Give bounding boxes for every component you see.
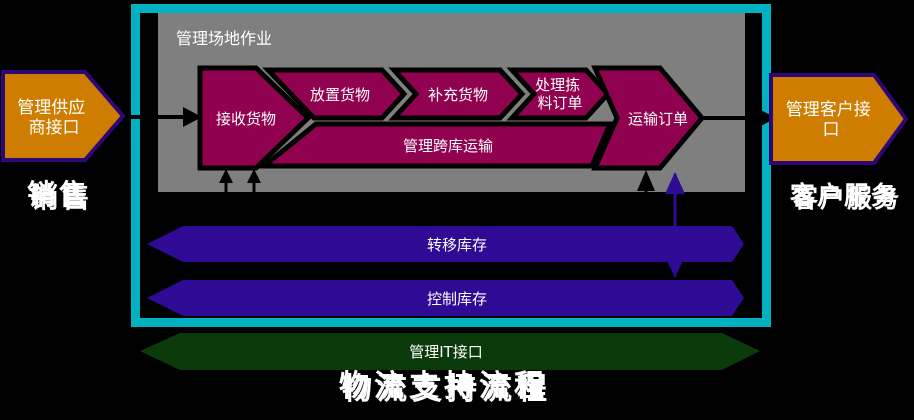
transfer-to-transport-black-connector <box>637 170 655 230</box>
sales-caption-shadow: 销售 <box>30 181 94 214</box>
customer-service-caption: 客户服务 <box>790 181 898 210</box>
step-replenish-arrow <box>388 67 526 121</box>
control-inventory-band <box>147 280 744 316</box>
crossdock-band <box>256 121 614 169</box>
yard-frame <box>131 4 771 327</box>
supplier-to-yard-arrow <box>126 107 202 127</box>
step-receive-goods-arrow <box>197 65 312 171</box>
purple-up-arrowhead-icon <box>665 172 685 194</box>
yard-to-customer-arrowhead-icon <box>757 108 776 128</box>
supplier-interface-label: 管理供应 商接口 <box>17 98 90 138</box>
it-interface-band <box>140 333 760 370</box>
it-interface-label: 管理IT接口 <box>409 343 483 361</box>
customer-interface-label-line1: 管理客户接 <box>786 100 871 120</box>
diagram-title-shadow: 物流支持流程 <box>342 372 552 407</box>
picking-order-label-line1: 处理拣 <box>535 76 580 94</box>
putaway-label: 放置货物 <box>310 86 370 104</box>
supplier-interface-label-line1: 管理供应 <box>17 98 85 118</box>
customer-interface-arrow <box>769 73 909 165</box>
step-picking-order-arrow <box>506 67 612 121</box>
picking-order-label-line2: 料订单 <box>537 94 582 112</box>
purple-down-arrowhead-icon <box>665 256 685 278</box>
customer-interface-label: 管理客户接 口 <box>786 100 876 140</box>
picking-order-label: 处理拣 料订单 <box>535 76 585 112</box>
replenish-label: 补充货物 <box>428 86 488 104</box>
customer-service-caption-shadow: 客户服务 <box>793 184 901 213</box>
yard-to-customer-arrow <box>704 108 776 128</box>
control-inventory-label: 控制库存 <box>427 290 487 308</box>
crossdock-label: 管理跨库运输 <box>403 137 493 155</box>
supplier-interface-label-line2: 商接口 <box>29 118 80 138</box>
yard-operations-label: 管理场地作业 <box>176 29 272 48</box>
step-transport-order-arrow <box>591 65 706 171</box>
sales-caption: 销售 <box>27 178 91 211</box>
receive-goods-label: 接收货物 <box>216 110 276 128</box>
supplier-to-yard-arrowhead-icon <box>183 107 202 127</box>
transfer-inventory-label: 转移库存 <box>427 236 487 254</box>
up-arrowhead-icon <box>637 170 655 191</box>
inventory-to-transport-purple-arrow <box>665 172 685 278</box>
diagram-title: 物流支持流程 <box>339 369 549 404</box>
supplier-interface-arrow <box>1 70 126 162</box>
transport-order-label: 运输订单 <box>628 110 688 128</box>
step-putaway-arrow <box>262 67 408 121</box>
customer-interface-label-line2: 口 <box>823 120 840 140</box>
transfer-inventory-band <box>147 226 744 262</box>
